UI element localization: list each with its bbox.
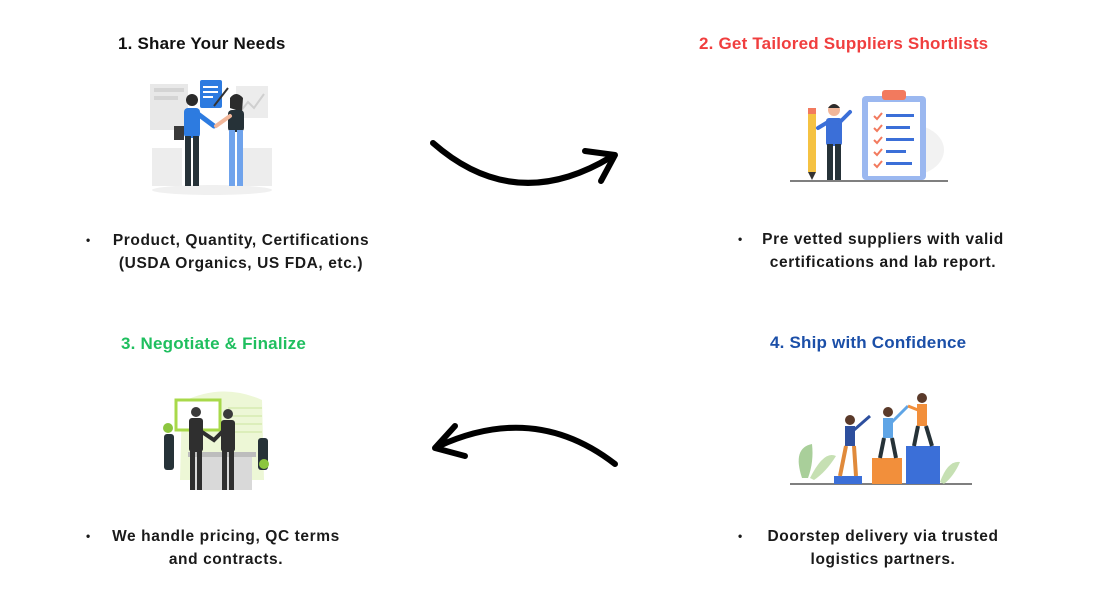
handshake-meeting-illustration bbox=[150, 80, 272, 195]
step-2-desc-line-2: certifications and lab report. bbox=[769, 254, 997, 271]
step-1-description: • Product, Quantity, Certifications (USD… bbox=[86, 229, 396, 275]
curved-arrow-right-icon bbox=[430, 140, 618, 186]
business-handshake-office-illustration bbox=[163, 391, 269, 490]
step-1-desc-line-2: (USDA Organics, US FDA, etc.) bbox=[118, 255, 364, 272]
step-3-desc-line-2: and contracts. bbox=[168, 551, 284, 568]
bullet: • bbox=[86, 529, 91, 543]
teamwork-climbing-steps-illustration bbox=[790, 393, 972, 485]
step-4-desc-line-2: logistics partners. bbox=[810, 551, 956, 568]
bullet: • bbox=[86, 233, 91, 247]
curved-arrow-left-icon bbox=[432, 423, 618, 467]
step-3-description: • We handle pricing, QC terms and contra… bbox=[86, 525, 366, 571]
step-2-desc-line-1: Pre vetted suppliers with valid bbox=[762, 231, 1004, 248]
step-1-desc-line-1: Product, Quantity, Certifications bbox=[112, 232, 370, 249]
bullet: • bbox=[738, 232, 743, 246]
step-1-title: 1. Share Your Needs bbox=[118, 34, 286, 53]
checklist-clipboard-illustration bbox=[790, 90, 948, 182]
step-2-description: • Pre vetted suppliers with valid certif… bbox=[738, 228, 1028, 274]
step-2-title: 2. Get Tailored Suppliers Shortlists bbox=[699, 34, 989, 53]
step-3-title: 3. Negotiate & Finalize bbox=[121, 334, 307, 353]
bullet: • bbox=[738, 529, 743, 543]
step-4-description: • Doorstep delivery via trusted logistic… bbox=[738, 525, 1028, 571]
step-4-title: 4. Ship with Confidence bbox=[770, 333, 967, 352]
step-4-desc-line-1: Doorstep delivery via trusted bbox=[767, 528, 999, 545]
step-3-desc-line-1: We handle pricing, QC terms bbox=[112, 528, 340, 545]
